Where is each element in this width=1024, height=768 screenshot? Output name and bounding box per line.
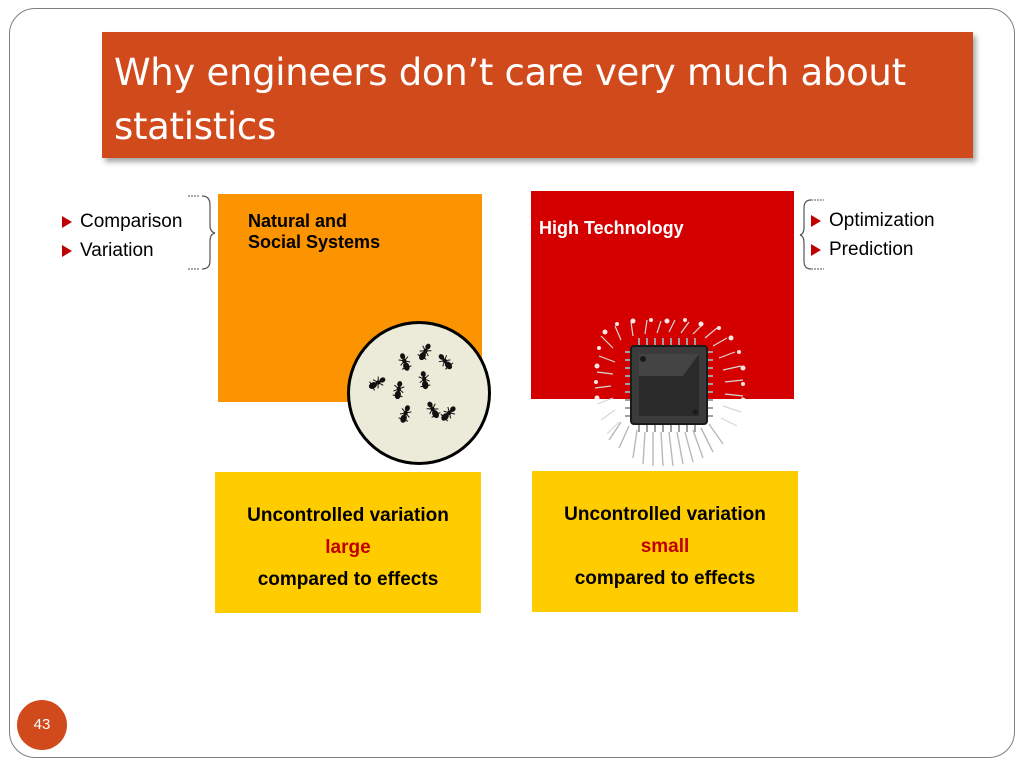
right-variation-box: Uncontrolled variation small compared to… [532, 471, 798, 612]
left-bullet-list: Comparison Variation [62, 207, 182, 265]
right-brace-icon [799, 199, 824, 270]
left-variation-level: large [325, 537, 371, 558]
slide-title: Why engineers don’t care very much about… [114, 51, 906, 148]
ants-in-circle-illustration [347, 321, 491, 465]
natural-systems-label-line1: Natural and [248, 211, 348, 231]
high-technology-label: High Technology [539, 218, 684, 238]
right-variation-level: small [640, 536, 690, 557]
right-variation-line1: Uncontrolled variation [564, 504, 766, 525]
bullet-label: Comparison [80, 211, 183, 232]
left-variation-box: Uncontrolled variation large compared to… [215, 472, 481, 613]
left-brace-icon [188, 195, 216, 270]
bullet-arrow-icon [62, 244, 72, 257]
bullet-item-comparison: Comparison [62, 207, 182, 236]
left-variation-line1: Uncontrolled variation [247, 505, 449, 526]
title-bar: Why engineers don’t care very much about… [102, 32, 973, 158]
bullet-label: Variation [80, 240, 154, 261]
bullet-label: Optimization [829, 210, 935, 231]
right-bullet-list: Optimization Prediction [811, 206, 935, 264]
bullet-item-prediction: Prediction [811, 235, 935, 264]
page-number: 43 [17, 700, 67, 750]
bullet-label: Prediction [829, 239, 914, 260]
bullet-item-variation: Variation [62, 236, 182, 265]
bullet-arrow-icon [62, 215, 72, 228]
natural-systems-label: Natural and Social Systems [248, 211, 448, 253]
bullet-arrow-icon [811, 214, 821, 227]
bullet-arrow-icon [811, 243, 821, 256]
slide-frame [9, 8, 1015, 758]
natural-systems-label-line2: Social Systems [248, 232, 381, 252]
left-variation-line3: compared to effects [257, 569, 439, 590]
bullet-item-optimization: Optimization [811, 206, 935, 235]
right-variation-line3: compared to effects [574, 568, 756, 589]
microchip-illustration [594, 318, 746, 467]
